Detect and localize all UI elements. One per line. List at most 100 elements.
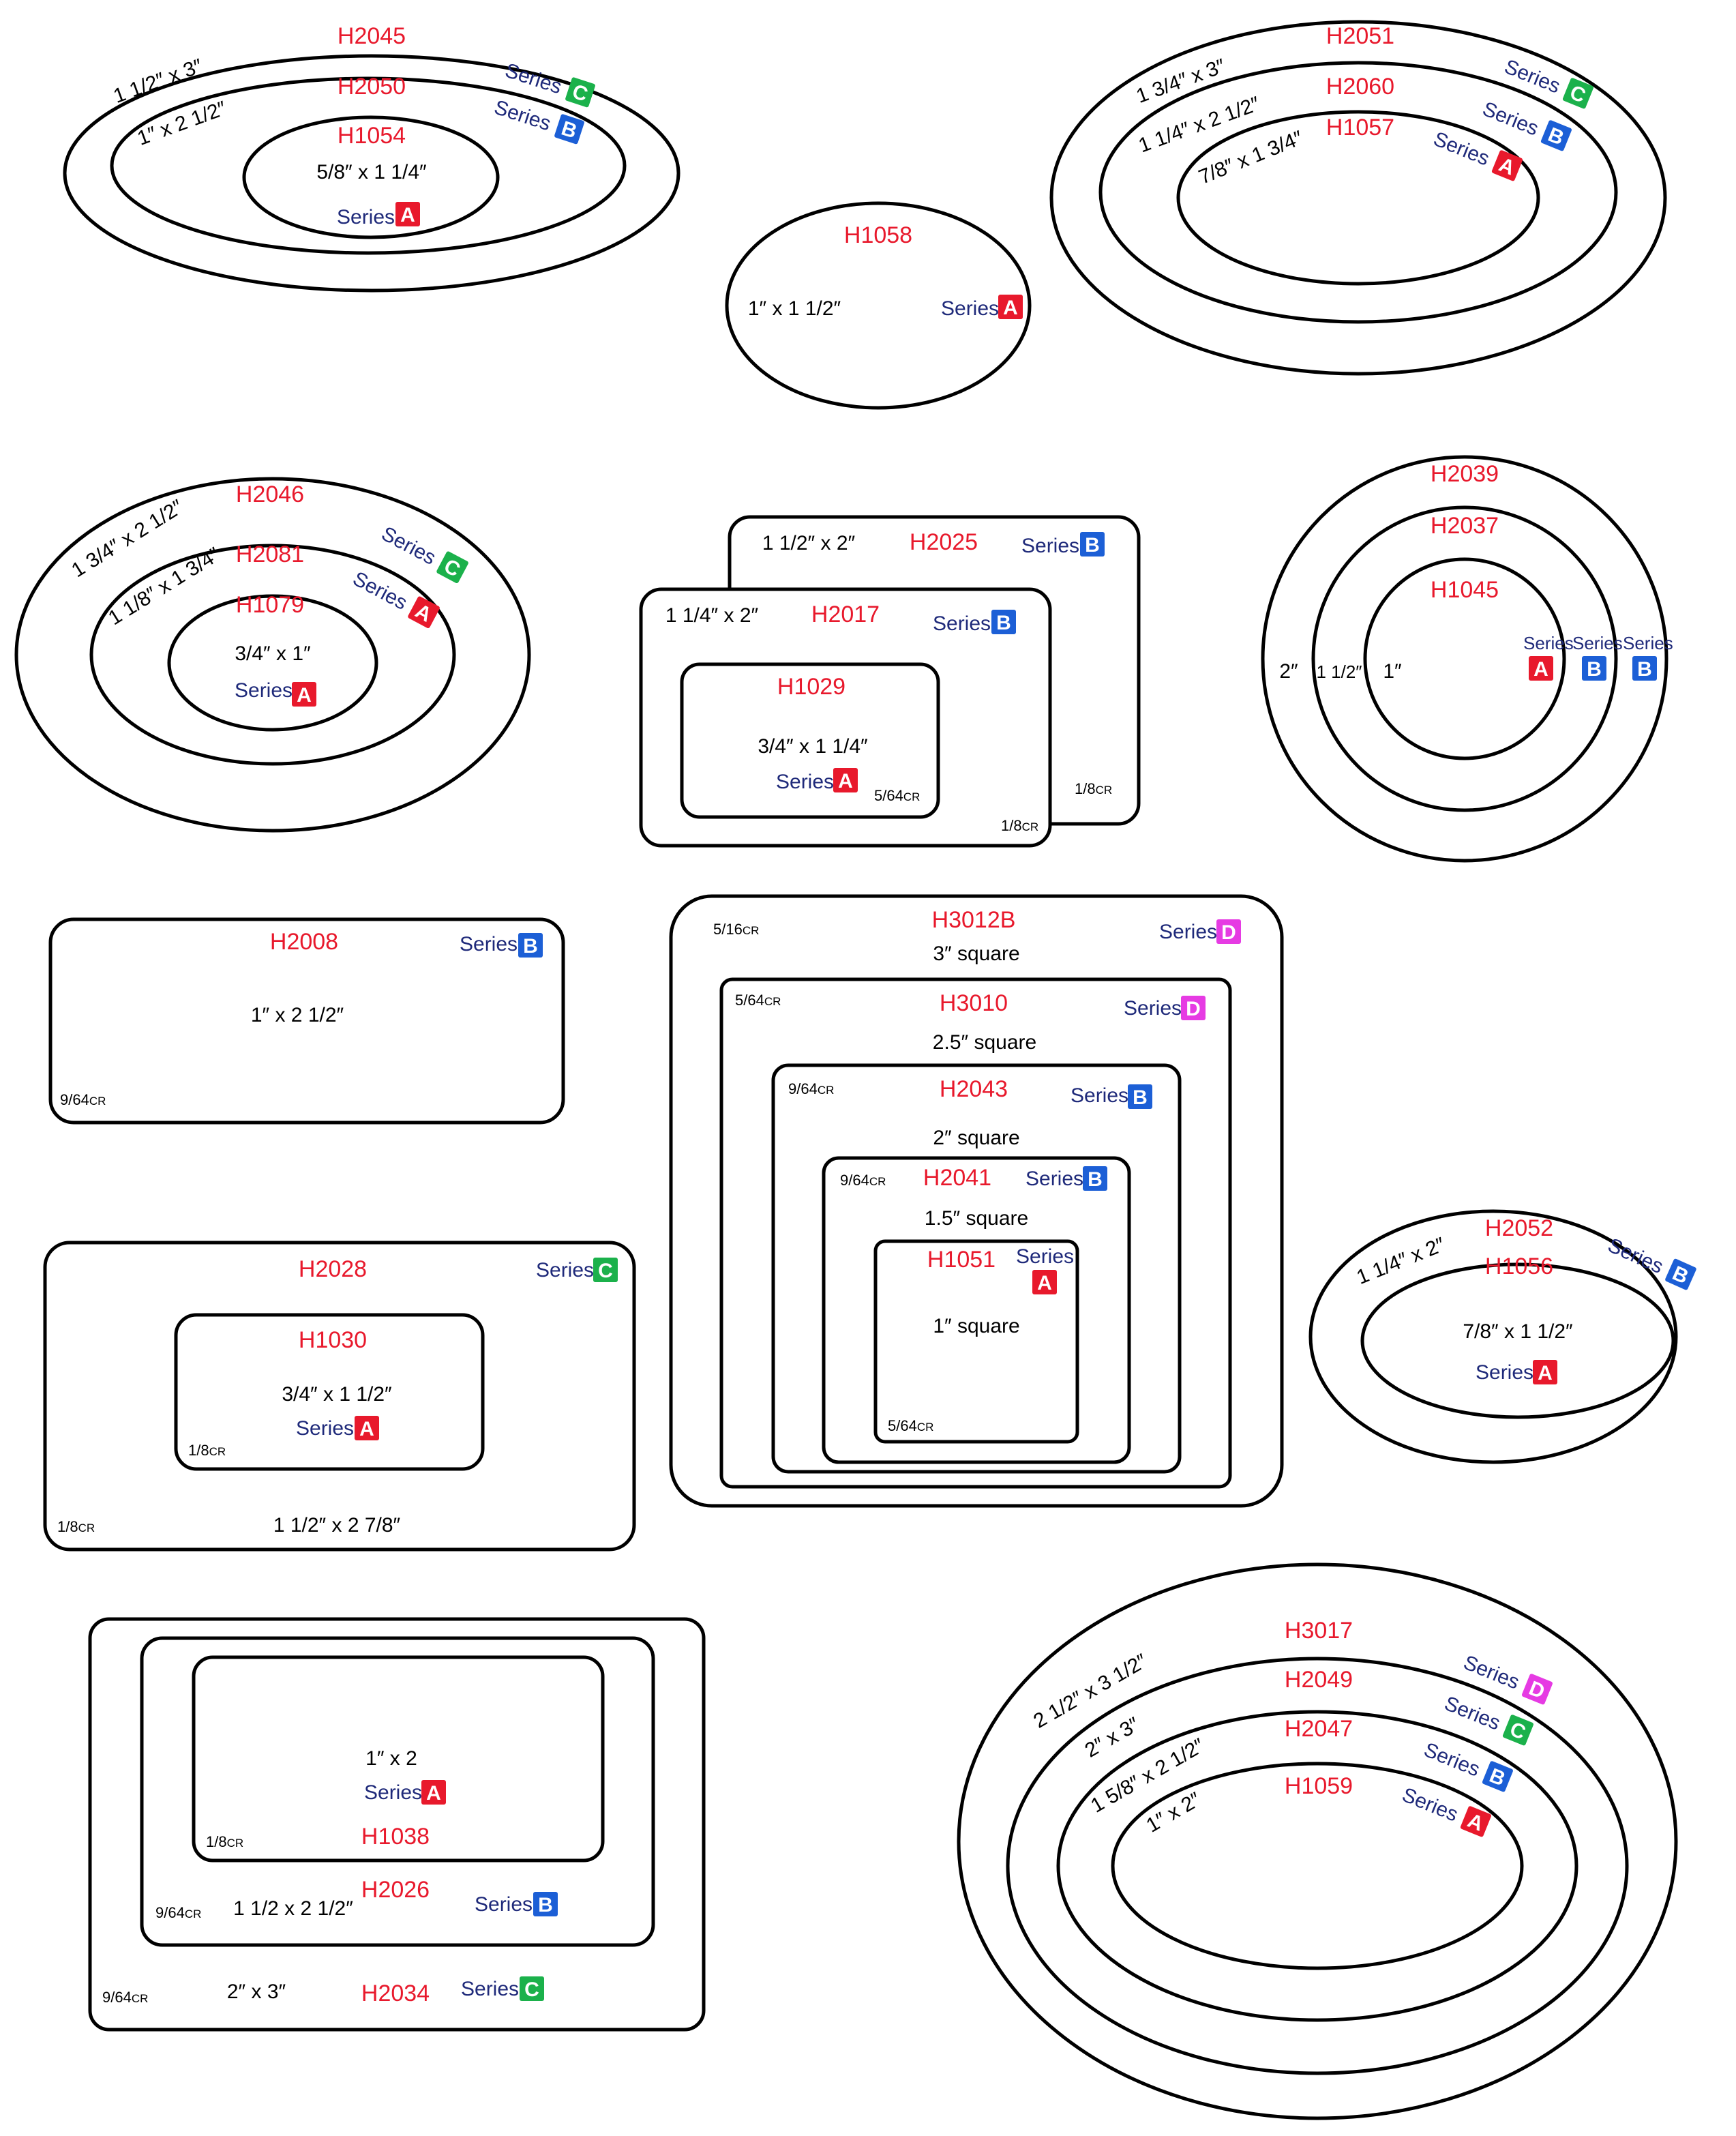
badge-icon [554, 114, 584, 145]
badge-letter: B [1085, 534, 1100, 557]
badge-icon [1562, 78, 1593, 109]
oval-h2050 [110, 76, 627, 255]
size-label: 2″ x 3″ [1081, 1713, 1144, 1762]
badge-letter: B [1088, 1168, 1103, 1191]
oval-h1059 [1111, 1762, 1524, 1970]
series-tag: Series A [1016, 1245, 1074, 1294]
size-label: 3″ square [933, 943, 1019, 965]
rect-h2017 [639, 587, 1052, 848]
circle-h2039 [1261, 455, 1668, 863]
series-word: Series [460, 933, 518, 955]
oval-group-h3017: H3017 H2049 H2047 H1059 2 1/2″ x 3 1/2″ … [957, 1562, 1678, 2120]
series-tag: Series D [1461, 1651, 1553, 1705]
square-h3010 [719, 977, 1232, 1489]
oval-group-h2046: H2046 H2081 H1079 1 3/4″ x 2 1/2″ 1 1/8″… [14, 477, 531, 833]
template-code-label: H2017 [811, 602, 880, 627]
series-word: Series [1421, 1738, 1483, 1781]
badge-icon [1540, 120, 1572, 151]
series-word: Series [1604, 1234, 1666, 1278]
series-word: Series [1159, 921, 1217, 943]
badge-letter: B [1587, 658, 1602, 681]
size-label: 3/4″ x 1 1/4″ [758, 735, 868, 758]
template-code-label: H1057 [1326, 115, 1394, 140]
badge-letter: D [1221, 921, 1236, 944]
corner-radius-label: 9/64CR [155, 1904, 201, 1921]
badge-icon [1529, 656, 1553, 681]
series-tag: Series B [1623, 633, 1673, 681]
size-label: 1 1/2″ x 2 7/8″ [273, 1514, 401, 1537]
badge-icon [436, 551, 468, 584]
series-word: Series [378, 522, 440, 569]
badge-icon [533, 1892, 558, 1916]
template-code-label: H2045 [338, 23, 406, 49]
oval-h1057 [1176, 110, 1540, 286]
oval-h2060 [1098, 61, 1618, 324]
size-label: 5/8″ x 1 1/4″ [316, 161, 427, 183]
series-tag: Series A [235, 679, 316, 707]
series-tag: Series C [536, 1258, 618, 1282]
series-word: Series [536, 1259, 594, 1281]
size-label: 7/8″ x 1 3/4″ [1195, 127, 1306, 189]
template-code-label: H2052 [1485, 1215, 1553, 1241]
series-word: Series [349, 567, 411, 614]
badge-letter: A [426, 1782, 441, 1805]
size-label: 2″ [1279, 660, 1298, 683]
series-word: Series [1572, 633, 1623, 653]
template-code-label: H1030 [299, 1327, 367, 1353]
rect-h2026 [140, 1636, 655, 1947]
badge-icon [1521, 1674, 1553, 1705]
series-word: Series [1623, 633, 1673, 653]
size-label: 3/4″ x 1 1/2″ [282, 1383, 392, 1406]
size-label: 1″ [1383, 660, 1402, 683]
series-tag: Series D [1159, 919, 1241, 944]
badge-icon [395, 202, 420, 226]
size-label: 1″ x 2 [365, 1747, 417, 1770]
badge-icon [1460, 1806, 1491, 1837]
oval-group-h1058: H1058 1″ x 1 1/2″ Series A [725, 201, 1032, 410]
size-label: 1 1/4″ x 2″ [665, 604, 759, 627]
template-code-label: H1038 [361, 1824, 430, 1850]
template-code-label: H1029 [777, 674, 845, 700]
badge-letter: A [1037, 1272, 1052, 1294]
series-word: Series [235, 679, 293, 702]
oval-h1058 [725, 201, 1032, 410]
oval-h2047 [1056, 1710, 1578, 2022]
template-code-label: H1054 [338, 123, 406, 149]
badge-icon [1080, 532, 1105, 557]
template-code-label: H2039 [1431, 461, 1499, 487]
badge-icon [408, 596, 440, 629]
badge-icon [565, 77, 595, 108]
size-label: 2.5″ square [933, 1031, 1036, 1054]
series-word: Series [337, 206, 395, 228]
template-code-label: H2050 [338, 74, 406, 100]
badge-icon [1665, 1258, 1696, 1290]
corner-radius-label: 5/64CR [874, 787, 920, 804]
template-code-label: H3010 [940, 990, 1008, 1016]
size-label: 1″ square [933, 1315, 1019, 1337]
corner-radius-label: 1/8CR [206, 1833, 243, 1850]
circle-group-h2039: H2039 H2037 H1045 2″ 1 1/2″ 1″ Series A … [1261, 455, 1673, 863]
badge-letter: B [523, 935, 538, 958]
template-code-label: H2026 [361, 1877, 430, 1903]
square-h1051 [873, 1239, 1079, 1444]
size-label: 1 1/8″ x 1 3/4″ [104, 543, 224, 629]
template-code-label: H2081 [236, 542, 304, 567]
badge-letter: B [996, 612, 1011, 634]
circle-h2037 [1311, 505, 1618, 812]
rect-h1030 [174, 1313, 485, 1471]
template-code-label: H2060 [1326, 74, 1394, 100]
badge-letter: C [598, 1260, 613, 1282]
badge-icon [1502, 1715, 1533, 1746]
badge-letter: A [297, 684, 312, 707]
oval-h2052 [1308, 1209, 1678, 1464]
badge-letter: B [538, 1894, 553, 1916]
template-code-label: H2034 [361, 1981, 430, 2006]
corner-radius-label: 5/16CR [713, 921, 759, 938]
badge-icon [355, 1416, 379, 1440]
template-code-label: H1045 [1431, 577, 1499, 603]
series-tag: Series B [475, 1892, 558, 1916]
series-tag: Series A [941, 295, 1023, 320]
size-label: 1″ x 2″ [1143, 1788, 1206, 1837]
badge-icon [1632, 656, 1657, 681]
